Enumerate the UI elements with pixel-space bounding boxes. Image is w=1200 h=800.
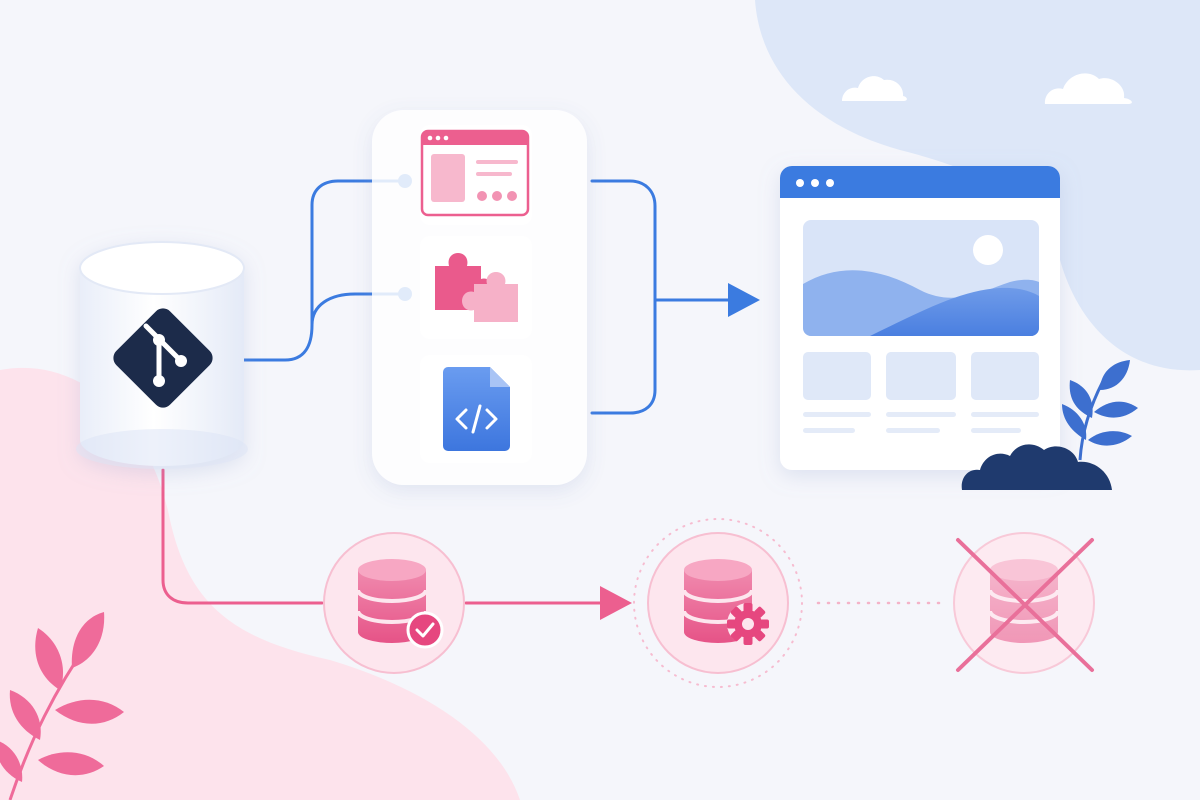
- git-icon: [113, 308, 213, 408]
- database-check-icon: [356, 559, 444, 649]
- puzzle-pieces-icon: [435, 253, 518, 322]
- components-merge-line: [590, 179, 657, 415]
- code-file-icon: [443, 367, 510, 451]
- cloud-icon: [1044, 73, 1132, 104]
- arrow-head: [728, 283, 760, 317]
- layout-template-card: [420, 125, 532, 225]
- leaf-branch-icon: [0, 612, 124, 800]
- bush-icon: [961, 444, 1112, 490]
- repo-to-puzzle-line: [310, 292, 407, 327]
- browser-window-icon: [780, 166, 1060, 470]
- repo-to-layout-line: [240, 179, 407, 362]
- connectors: [161, 174, 944, 620]
- puzzle-card: [420, 236, 532, 339]
- database-gear-node: [633, 518, 803, 688]
- components-panel: [372, 110, 587, 485]
- repo-to-database-line: [161, 468, 324, 605]
- cloud-icon: [842, 76, 907, 101]
- database-gear-icon: [682, 559, 769, 645]
- website-node: [780, 166, 1060, 470]
- leaf-branch-icon: [1062, 360, 1138, 461]
- pink-blob: [0, 367, 520, 800]
- arrow-head: [600, 586, 632, 620]
- cross-mark-icon: [956, 538, 1094, 672]
- code-file-card: [420, 355, 532, 463]
- database-crossed-node: [953, 532, 1095, 674]
- layout-template-icon: [420, 129, 530, 217]
- database-check-node: [323, 532, 465, 674]
